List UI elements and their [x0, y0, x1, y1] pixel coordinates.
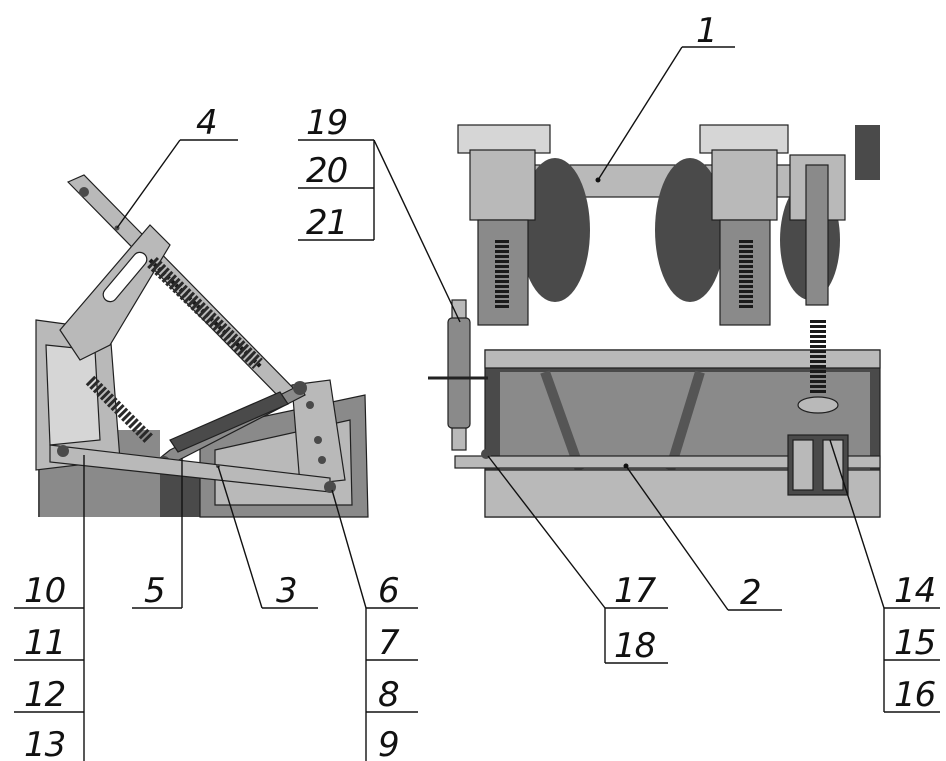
callout-6: 6: [378, 571, 399, 611]
right-post-washer: [797, 396, 839, 414]
main-spring: [148, 258, 264, 370]
right-clamp-plate: [792, 439, 814, 491]
callout-labels: 1 4 19 20 21 10 11 12 13 5 3 6 7 8 9 17 …: [24, 11, 937, 761]
hopper-top-rim: [484, 349, 881, 369]
callout-14: 14: [894, 571, 935, 611]
hopper-rib-b: [665, 370, 705, 472]
arm-bar-pin: [79, 187, 89, 197]
callout-12: 12: [24, 675, 65, 715]
callout-9: 9: [378, 725, 399, 761]
callout-1: 1: [696, 11, 717, 51]
cylinder-body: [169, 391, 289, 453]
mount-mid-frame: [699, 124, 789, 154]
mount-mid-body: [711, 149, 778, 221]
right-front-view: [428, 124, 881, 518]
disc-left-a: [520, 158, 590, 302]
left-side-view: [35, 174, 369, 518]
lower-bar-pin-right: [324, 481, 336, 493]
leader-2: [625, 465, 729, 611]
rod-pin-top: [293, 381, 307, 395]
callout-17: 17: [614, 571, 657, 611]
leader-17: [487, 455, 606, 609]
plate-hole-b: [314, 436, 322, 444]
leader-1: [597, 46, 683, 181]
hopper-rib-a: [540, 370, 585, 472]
leader-14: [829, 439, 885, 609]
cross-shaft: [454, 455, 881, 469]
plate-hole-a: [306, 401, 314, 409]
callout-19: 19: [306, 103, 347, 143]
leader-19: [373, 139, 461, 323]
callout-21: 21: [306, 203, 347, 243]
left-housing-inner: [45, 344, 101, 446]
hopper-bottom: [484, 469, 881, 518]
callout-11: 11: [24, 623, 65, 663]
leader-4: [116, 139, 181, 229]
callout-4: 4: [196, 103, 217, 143]
plate-hole-c: [318, 456, 326, 464]
right-post: [805, 164, 829, 306]
leader-lines: [14, 46, 940, 761]
lower-spring-body: [85, 375, 155, 445]
callout-8: 8: [378, 675, 399, 715]
right-clamp-plate-b: [822, 439, 844, 491]
callout-5: 5: [144, 571, 165, 611]
callout-3: 3: [276, 571, 297, 611]
callout-16: 16: [894, 675, 936, 715]
leader-3: [217, 465, 263, 609]
callout-13: 13: [24, 725, 65, 761]
tie-rod-sleeve: [447, 317, 471, 429]
lever-slot: [102, 251, 148, 303]
lower-bar-pin-left: [57, 445, 69, 457]
mount-left-frame: [457, 124, 551, 154]
leader-6: [331, 489, 367, 609]
upright-plate: [291, 379, 346, 486]
callout-18: 18: [614, 626, 656, 666]
callout-10: 10: [24, 571, 65, 611]
main-spring-body: [147, 256, 263, 370]
mount-left-body: [469, 149, 536, 221]
callout-2: 2: [740, 573, 761, 613]
disc-left-b: [655, 158, 725, 302]
callout-7: 7: [378, 623, 400, 663]
right-top-block: [855, 125, 880, 180]
callout-20: 20: [306, 151, 347, 191]
callout-15: 15: [894, 623, 935, 663]
